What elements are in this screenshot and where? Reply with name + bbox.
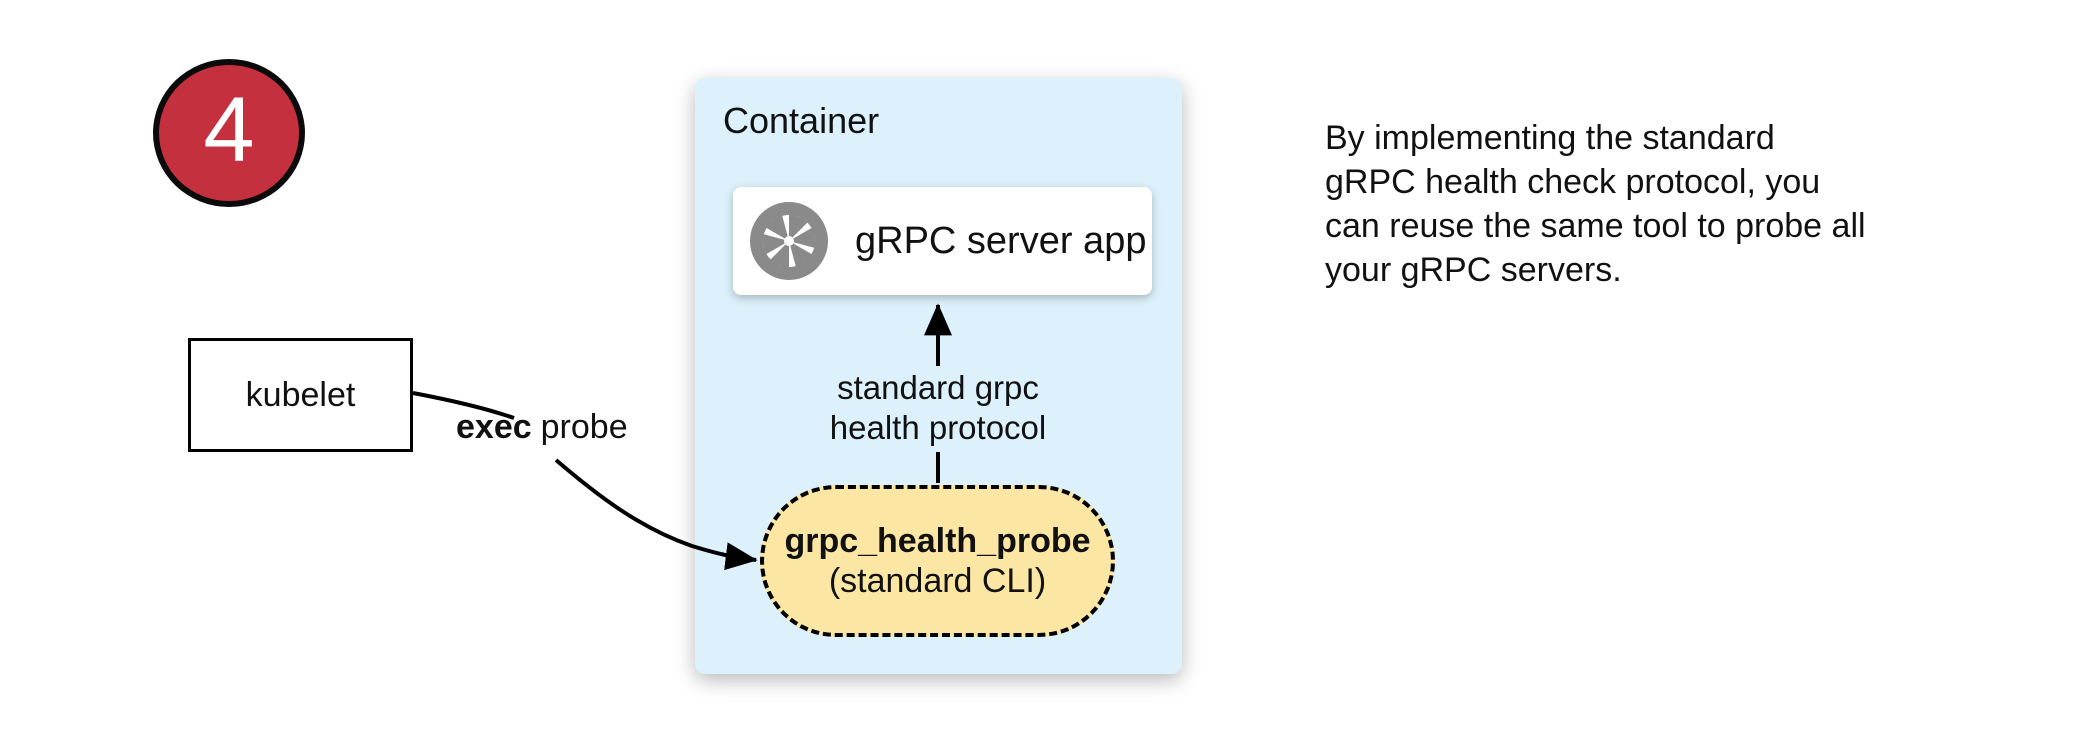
- exec-probe-label-bold: exec: [456, 408, 532, 446]
- step-number: 4: [203, 79, 255, 181]
- container-title: Container: [723, 100, 880, 141]
- health-probe-node: grpc_health_probe (standard CLI): [760, 485, 1115, 637]
- note-paragraph: By implementing the standard gRPC health…: [1325, 116, 1866, 292]
- note-line: gRPC health check protocol, you: [1325, 163, 1821, 201]
- health-probe-subtitle: (standard CLI): [828, 562, 1047, 600]
- step-badge: 4: [153, 59, 305, 207]
- grpc-server-node: gRPC server app: [733, 187, 1152, 295]
- health-probe-title: grpc_health_probe: [784, 522, 1091, 560]
- protocol-line-1: standard grpc: [837, 369, 1039, 406]
- kubelet-node: kubelet: [188, 338, 413, 452]
- grpc-server-label: gRPC server app: [855, 219, 1147, 262]
- note-line: can reuse the same tool to probe all: [1325, 207, 1866, 245]
- container-node: Container gRPC server app standard g: [695, 78, 1182, 674]
- exec-probe-label-rest: probe: [540, 408, 628, 446]
- protocol-edge-label: standard grpc health protocol: [830, 368, 1046, 448]
- protocol-line-2: health protocol: [829, 409, 1047, 446]
- kubelet-label: kubelet: [245, 375, 356, 414]
- note-line: your gRPC servers.: [1325, 251, 1622, 289]
- note-line: By implementing the standard: [1325, 119, 1775, 157]
- aperture-icon: [750, 202, 828, 280]
